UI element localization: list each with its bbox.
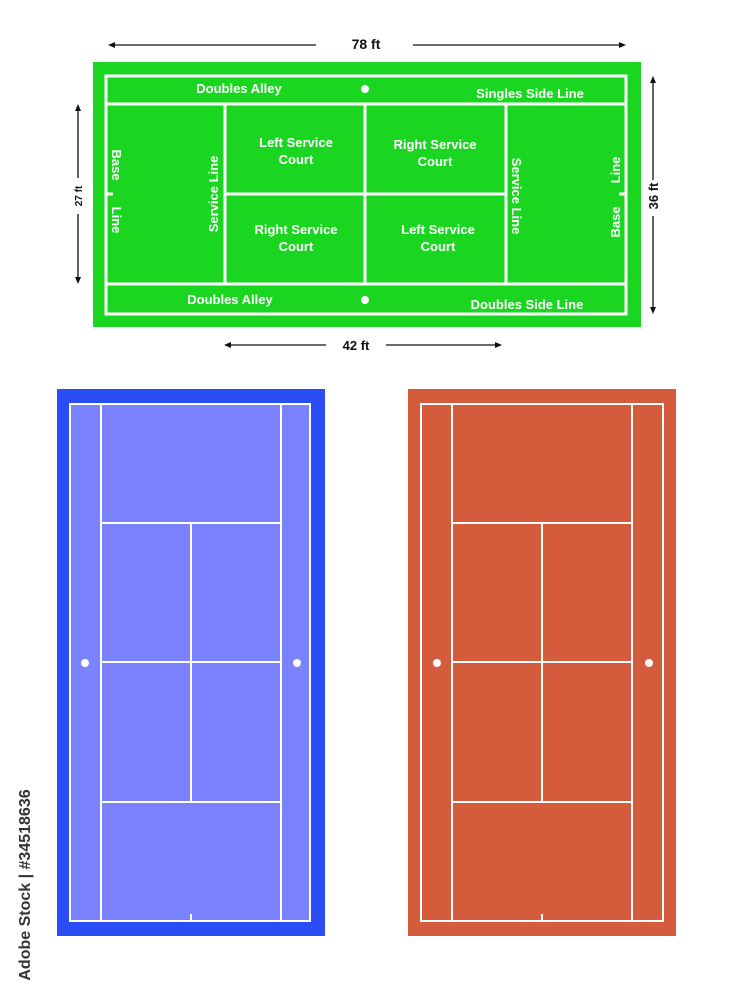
service-width-dimension-label: 42 ft bbox=[343, 338, 370, 353]
length-arrowhead-right bbox=[619, 42, 626, 48]
clay-net-post-right bbox=[645, 659, 653, 667]
service-width-arrowhead-right bbox=[495, 342, 502, 348]
net-post-bottom bbox=[361, 296, 369, 304]
green-court: Doubles Alley Singles Side Line Doubles … bbox=[93, 62, 641, 327]
singles-side-line-label: Singles Side Line bbox=[476, 86, 584, 101]
dimension-arrows bbox=[75, 42, 656, 348]
clay-court bbox=[408, 389, 676, 936]
court-bl-label-line1: Right Service bbox=[254, 222, 337, 237]
court-br-label-line2: Court bbox=[421, 239, 456, 254]
court-tl-label-line1: Left Service bbox=[259, 135, 333, 150]
base-line-right-word2: Line bbox=[608, 157, 623, 184]
singles-width-arrowhead-bottom bbox=[75, 277, 81, 284]
blue-net-post-right bbox=[293, 659, 301, 667]
singles-width-dimension-label: 27 ft bbox=[74, 185, 85, 206]
blue-court-lines bbox=[69, 403, 311, 922]
service-line-left-label: Service Line bbox=[206, 156, 221, 233]
blue-net-post-left bbox=[81, 659, 89, 667]
court-tl-label-line2: Court bbox=[279, 152, 314, 167]
court-tr-label-line2: Court bbox=[418, 154, 453, 169]
length-arrowhead-left bbox=[108, 42, 115, 48]
clay-court-lines bbox=[420, 403, 664, 922]
base-line-left-word2: Line bbox=[109, 207, 124, 234]
length-dimension-label: 78 ft bbox=[352, 36, 381, 52]
doubles-width-dimension-label: 36 ft bbox=[646, 182, 661, 209]
doubles-width-arrowhead-bottom bbox=[650, 307, 656, 314]
blue-court bbox=[57, 389, 325, 936]
doubles-side-line-label: Doubles Side Line bbox=[471, 297, 584, 312]
singles-width-arrowhead-top bbox=[75, 104, 81, 111]
clay-net-post-left bbox=[433, 659, 441, 667]
stock-watermark: Adobe Stock | #34518636 bbox=[17, 789, 34, 980]
doubles-alley-top-label: Doubles Alley bbox=[196, 81, 282, 96]
net-post-top bbox=[361, 85, 369, 93]
green-court-lines bbox=[104, 74, 628, 316]
service-width-arrowhead-left bbox=[224, 342, 231, 348]
doubles-alley-bottom-label: Doubles Alley bbox=[187, 292, 273, 307]
court-tr-label-line1: Right Service bbox=[393, 137, 476, 152]
doubles-width-arrowhead-top bbox=[650, 76, 656, 83]
service-line-right-label: Service Line bbox=[509, 158, 524, 235]
court-bl-label-line2: Court bbox=[279, 239, 314, 254]
base-line-left-word1: Base bbox=[109, 149, 124, 180]
court-br-label-line1: Left Service bbox=[401, 222, 475, 237]
base-line-right-word1: Base bbox=[608, 206, 623, 237]
